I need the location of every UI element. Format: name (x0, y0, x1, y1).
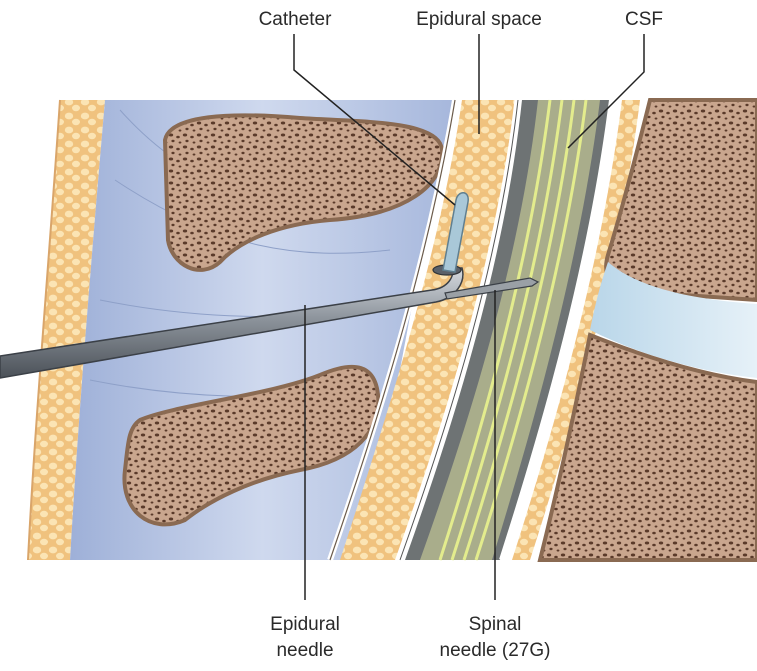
label-catheter: Catheter (236, 8, 354, 32)
label-epidural-needle: Epidural needle (246, 612, 364, 664)
label-epidural-space: Epidural space (398, 8, 560, 32)
label-spinal-needle: Spinal needle (27G) (418, 612, 572, 664)
label-spinal-needle-line2: needle (27G) (418, 638, 572, 664)
label-spinal-needle-line1: Spinal (418, 612, 572, 638)
label-epidural-needle-line2: needle (246, 638, 364, 664)
label-epidural-needle-line1: Epidural (246, 612, 364, 638)
label-csf: CSF (612, 8, 676, 32)
